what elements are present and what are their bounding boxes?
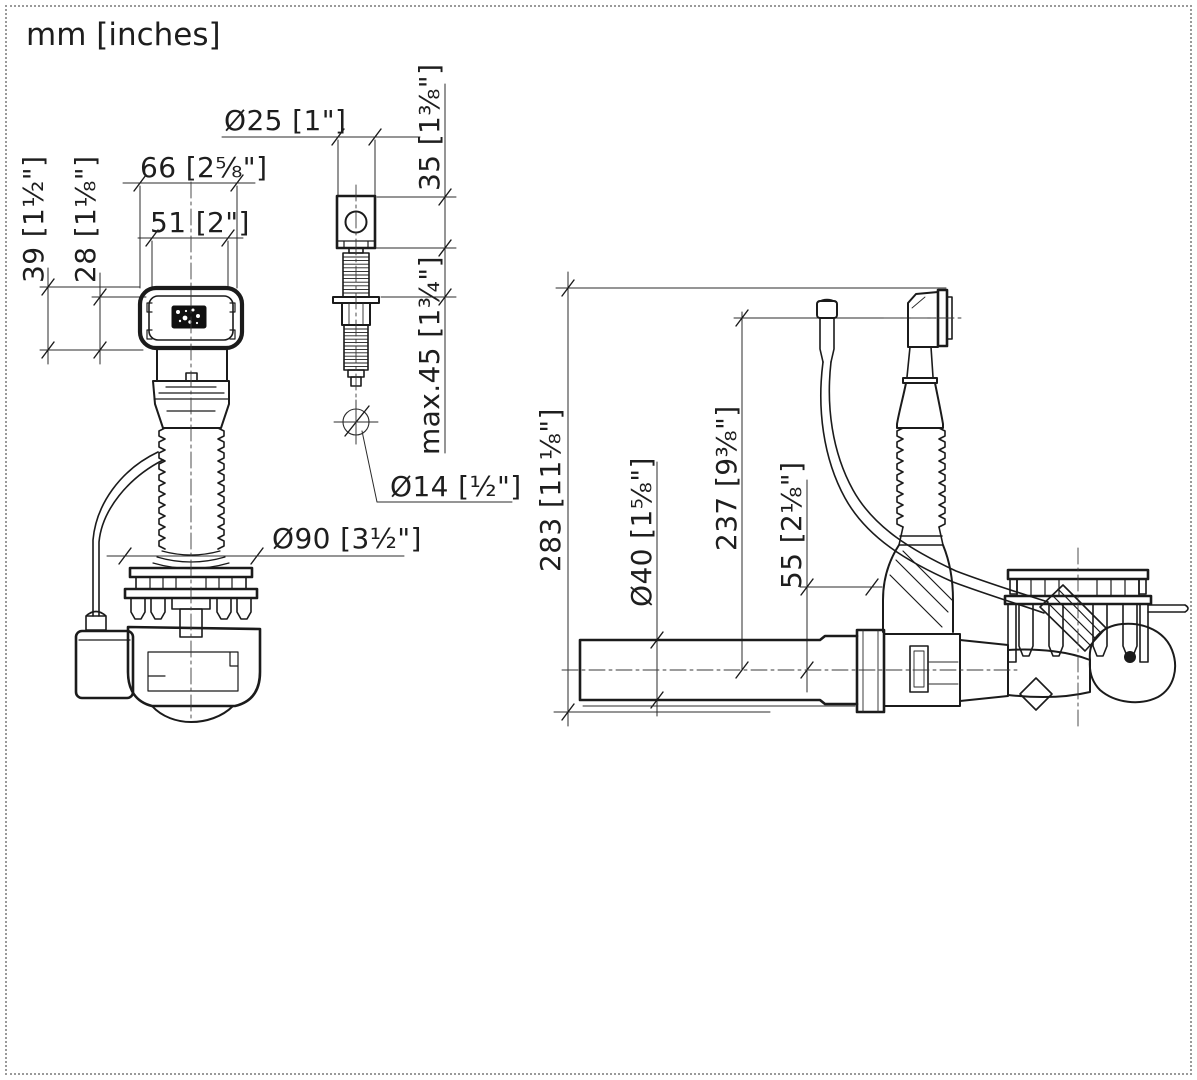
dim-label-66: 66 [2⅝"] [140,151,267,184]
dim-label-55: 55 [2⅛"] [775,462,808,589]
dim-label-40: Ø40 [1⅝"] [625,457,658,607]
lever-pin [1147,604,1189,613]
tilted-fitting [1019,677,1053,711]
dim-label-28: 28 [1⅛"] [69,156,102,283]
dim-label-35: 35 [1⅜"] [413,64,446,191]
overflow-head-side [883,288,963,429]
drain-assembly-front [74,566,262,723]
units-label: mm [inches] [26,17,221,53]
dim-label-45: max.45 [1¾"] [413,256,446,455]
dimension-ticks [41,174,264,565]
drain-assembly-side [1003,547,1189,731]
overflow-bolt-view: Ø25 [1"] 35 [1⅜"] max.45 [1¾"] Ø14 [½"] [221,64,522,503]
waste-pipe [578,628,1009,714]
compression-nut [855,628,886,714]
dimension-ticks [331,128,452,306]
drain-housing-side [1088,622,1177,704]
flexible-hose-side [882,427,954,633]
flange-clips [130,597,252,620]
actuator-box [74,629,135,700]
dim-label-51: 51 [2"] [150,206,250,239]
dim-label-25: Ø25 [1"] [224,104,346,137]
dim-label-90: Ø90 [3½"] [272,522,422,555]
dim-label-237: 237 [9⅜"] [710,405,743,551]
angled-reducer [882,544,954,633]
side-view: 283 [11⅛"] Ø40 [1⅝"] 237 [9⅜"] 55 [2⅛"] [534,271,1189,731]
front-view-dimensions: 66 [2⅝"] 51 [2"] 39 [1½"] 28 [1⅛"] Ø90 [… [17,151,422,565]
drain-body [126,625,262,708]
dim-label-283: 283 [11⅛"] [534,408,567,572]
front-view: 66 [2⅝"] 51 [2"] 39 [1½"] 28 [1⅛"] Ø90 [… [17,151,422,723]
dim-label-39: 39 [1½"] [17,156,50,283]
dim-label-14: Ø14 [½"] [390,470,522,503]
cable-end-cap [816,300,838,319]
leader-14 [361,430,513,503]
bolt-dimensions: Ø25 [1"] 35 [1⅜"] max.45 [1¾"] Ø14 [½"] [221,64,522,503]
logo-plate [171,305,207,329]
bowden-cable-side [816,298,1049,614]
flange-legs [1018,603,1138,657]
